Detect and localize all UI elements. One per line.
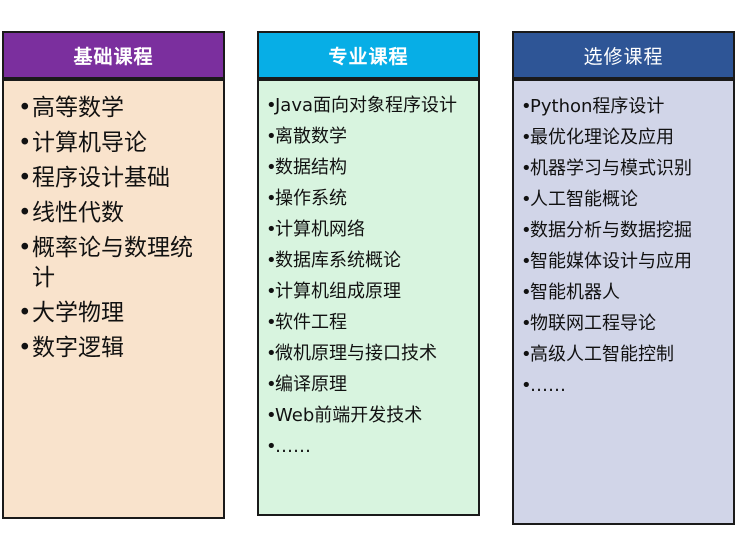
course-item: •数据分析与数据挖掘 <box>521 219 725 243</box>
course-name: 高等数学 <box>32 95 124 121</box>
course-item: •大学物理 <box>18 298 215 328</box>
course-item: •计算机组成原理 <box>266 279 470 304</box>
bullet-marker: • <box>18 165 32 191</box>
bullet-marker: • <box>266 126 277 147</box>
major-courses-box: •Java面向对象程序设计•离散数学•数据结构•操作系统•计算机网络•数据库系统… <box>257 79 480 516</box>
bullet-marker: • <box>266 157 277 178</box>
course-item: •Web前端开发技术 <box>266 403 470 428</box>
basic-course-list: •高等数学•计算机导论•程序设计基础•线性代数•概率论与数理统计•大学物理•数字… <box>18 93 215 363</box>
course-item: •最优化理论及应用 <box>521 126 725 150</box>
bullet-marker: • <box>266 374 277 395</box>
course-name: 离散数学 <box>275 126 347 147</box>
major-course-list: •Java面向对象程序设计•离散数学•数据结构•操作系统•计算机网络•数据库系统… <box>266 93 470 459</box>
course-item: •离散数学 <box>266 124 470 149</box>
course-name: 人工智能概论 <box>530 189 638 210</box>
course-name: Python程序设计 <box>530 96 665 117</box>
bullet-marker: • <box>521 158 532 179</box>
bullet-marker: • <box>266 312 277 333</box>
course-item: •数据库系统概论 <box>266 248 470 273</box>
basic-courses-header: 基础课程 <box>2 31 225 79</box>
course-item: •智能机器人 <box>521 281 725 305</box>
bullet-marker: • <box>266 405 277 426</box>
bullet-marker: • <box>521 375 532 396</box>
bullet-marker: • <box>18 130 32 156</box>
course-item: •高等数学 <box>18 93 215 123</box>
bullet-marker: • <box>266 436 277 457</box>
course-item: •…… <box>521 374 725 398</box>
course-name: 操作系统 <box>275 188 347 209</box>
elective-courses-header: 选修课程 <box>512 31 735 79</box>
course-item: •微机原理与接口技术 <box>266 341 470 366</box>
course-item: •概率论与数理统计 <box>18 233 215 293</box>
bullet-marker: • <box>266 250 277 271</box>
bullet-marker: • <box>266 281 277 302</box>
course-name: …… <box>530 375 566 396</box>
course-item: •物联网工程导论 <box>521 312 725 336</box>
bullet-marker: • <box>18 200 32 226</box>
course-item: •线性代数 <box>18 198 215 228</box>
course-name: 微机原理与接口技术 <box>275 343 437 364</box>
course-item: •智能媒体设计与应用 <box>521 250 725 274</box>
course-item: •程序设计基础 <box>18 163 215 193</box>
bullet-marker: • <box>521 251 532 272</box>
course-name: 程序设计基础 <box>32 165 170 191</box>
course-name: 计算机网络 <box>275 219 365 240</box>
bullet-marker: • <box>18 300 32 326</box>
course-item: •操作系统 <box>266 186 470 211</box>
bullet-marker: • <box>266 95 277 116</box>
course-name: 智能媒体设计与应用 <box>530 251 692 272</box>
course-name: 大学物理 <box>32 300 124 326</box>
course-name: 物联网工程导论 <box>530 313 656 334</box>
course-item: •计算机网络 <box>266 217 470 242</box>
course-item: •…… <box>266 434 470 459</box>
elective-course-list: •Python程序设计•最优化理论及应用•机器学习与模式识别•人工智能概论•数据… <box>521 95 725 398</box>
bullet-marker: • <box>266 188 277 209</box>
bullet-marker: • <box>521 344 532 365</box>
bullet-marker: • <box>521 282 532 303</box>
course-name: 数字逻辑 <box>32 335 124 361</box>
course-name: 编译原理 <box>275 374 347 395</box>
course-name: 软件工程 <box>275 312 347 333</box>
course-item: •数字逻辑 <box>18 333 215 363</box>
course-name: …… <box>275 436 311 457</box>
course-name: 线性代数 <box>32 200 124 226</box>
bullet-marker: • <box>266 219 277 240</box>
course-item: •Java面向对象程序设计 <box>266 93 470 118</box>
course-name: Web前端开发技术 <box>275 405 423 426</box>
course-name: 高级人工智能控制 <box>530 344 674 365</box>
bullet-marker: • <box>18 335 32 361</box>
course-item: •软件工程 <box>266 310 470 335</box>
course-name: Java面向对象程序设计 <box>275 95 458 116</box>
course-item: •计算机导论 <box>18 128 215 158</box>
basic-courses-box: •高等数学•计算机导论•程序设计基础•线性代数•概率论与数理统计•大学物理•数字… <box>2 79 225 519</box>
course-name: 机器学习与模式识别 <box>530 158 692 179</box>
course-name: 数据结构 <box>275 157 347 178</box>
major-courses-header: 专业课程 <box>257 31 480 79</box>
bullet-marker: • <box>521 220 532 241</box>
bullet-marker: • <box>521 189 532 210</box>
course-item: •人工智能概论 <box>521 188 725 212</box>
course-item: •编译原理 <box>266 372 470 397</box>
elective-courses-box: •Python程序设计•最优化理论及应用•机器学习与模式识别•人工智能概论•数据… <box>512 79 735 525</box>
bullet-marker: • <box>18 235 32 261</box>
course-name: 概率论与数理统计 <box>32 235 193 291</box>
course-name: 数据分析与数据挖掘 <box>530 220 692 241</box>
course-item: •高级人工智能控制 <box>521 343 725 367</box>
course-item: •数据结构 <box>266 155 470 180</box>
bullet-marker: • <box>521 127 532 148</box>
course-item: •Python程序设计 <box>521 95 725 119</box>
bullet-marker: • <box>18 95 32 121</box>
bullet-marker: • <box>266 343 277 364</box>
course-name: 最优化理论及应用 <box>530 127 674 148</box>
bullet-marker: • <box>521 96 532 117</box>
course-name: 智能机器人 <box>530 282 620 303</box>
course-item: •机器学习与模式识别 <box>521 157 725 181</box>
bullet-marker: • <box>521 313 532 334</box>
course-name: 计算机导论 <box>32 130 147 156</box>
course-name: 数据库系统概论 <box>275 250 401 271</box>
course-name: 计算机组成原理 <box>275 281 401 302</box>
